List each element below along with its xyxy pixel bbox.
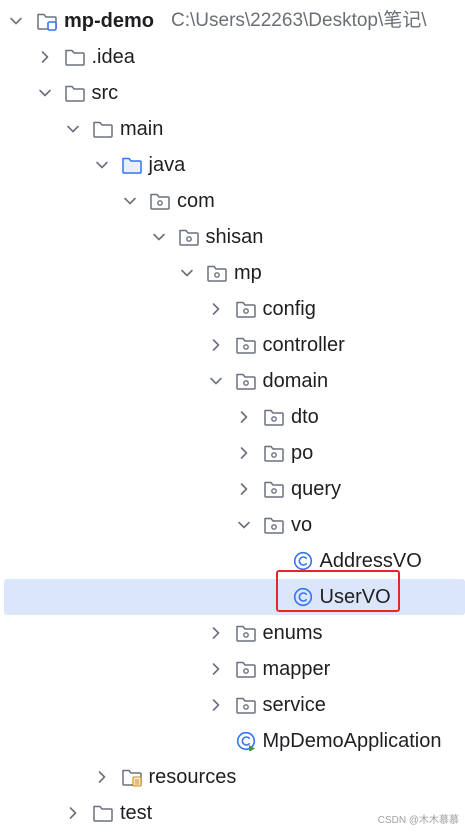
chevron-right-icon[interactable] (209, 662, 223, 676)
tree-item-main[interactable]: main (0, 111, 465, 147)
tree-item-label: dto (291, 406, 319, 428)
chevron-down-icon[interactable] (180, 266, 194, 280)
main-class-icon (236, 731, 255, 751)
tree-item-label: shisan (205, 226, 264, 248)
tree-item-test[interactable]: test (0, 795, 465, 831)
project-path: C:\Users\22263\Desktop\笔记\ (171, 10, 427, 31)
tree-item-vo[interactable]: vo (0, 507, 465, 543)
tree-item-uservo[interactable]: UserVO (4, 579, 465, 615)
chevron-right-icon[interactable] (209, 698, 223, 712)
tree-item-label: enums (262, 622, 323, 644)
tree-item-label: MpDemoApplication (262, 730, 442, 752)
package-icon (264, 445, 284, 462)
tree-item-label: mapper (262, 658, 331, 680)
tree-item-label: UserVO (319, 586, 391, 608)
chevron-down-icon[interactable] (66, 122, 80, 136)
project-name: mp-demo (64, 10, 154, 32)
tree-item-label: query (291, 478, 342, 500)
tree-item-src[interactable]: src (0, 75, 465, 111)
class-icon (293, 551, 312, 571)
tree-item-label: domain (262, 370, 329, 392)
package-icon (235, 661, 256, 678)
tree-item-label: vo (291, 514, 313, 536)
chevron-down-icon[interactable] (123, 194, 137, 208)
tree-item-domain[interactable]: domain (0, 363, 465, 399)
chevron-down-icon[interactable] (152, 230, 166, 244)
tree-item-po[interactable]: po (0, 435, 465, 471)
tree-item-mpdemoapplication[interactable]: MpDemoApplication (0, 723, 465, 759)
tree-item-label: config (262, 298, 316, 320)
chevron-right-icon[interactable] (209, 302, 223, 316)
chevron-down-icon[interactable] (95, 158, 109, 172)
tree-root-row[interactable]: mp-demo C:\Users\22263\Desktop\笔记\ (0, 3, 465, 39)
chevron-down-icon[interactable] (38, 86, 52, 100)
package-icon (264, 517, 284, 534)
tree-item-query[interactable]: query (0, 471, 465, 507)
tree-item-controller[interactable]: controller (0, 327, 465, 363)
folder-icon (93, 805, 113, 822)
tree-item-label: mp (234, 262, 262, 284)
package-icon (235, 625, 256, 642)
package-icon (150, 193, 170, 210)
package-icon (178, 229, 199, 246)
tree-item-label: .idea (91, 46, 135, 68)
highlight-annotation (276, 570, 400, 612)
tree-item-label: po (291, 442, 314, 464)
tree-item-label: service (262, 694, 326, 716)
tree-item-service[interactable]: service (0, 687, 465, 723)
tree-item-label: test (120, 802, 153, 824)
tree-item-idea[interactable]: .idea (0, 39, 465, 75)
folder-icon (93, 121, 113, 138)
chevron-right-icon[interactable] (237, 482, 251, 496)
folder-icon (64, 85, 85, 102)
tree-item-resources[interactable]: resources (0, 759, 465, 795)
tree-item-dto[interactable]: dto (0, 399, 465, 435)
chevron-right-icon[interactable] (209, 338, 223, 352)
package-icon (235, 337, 256, 354)
source-folder-icon (121, 157, 142, 174)
resources-folder-icon (121, 769, 142, 787)
chevron-right-icon[interactable] (237, 410, 251, 424)
chevron-right-icon[interactable] (38, 50, 52, 64)
tree-item-mapper[interactable]: mapper (0, 651, 465, 687)
tree-item-config[interactable]: config (0, 291, 465, 327)
package-icon (207, 265, 227, 282)
tree-item-java[interactable]: java (0, 147, 465, 183)
tree-item-label: java (148, 154, 186, 176)
watermark: CSDN @木木慕慕 (377, 815, 459, 826)
chevron-down-icon[interactable] (237, 518, 251, 532)
package-icon (235, 697, 256, 714)
chevron-right-icon[interactable] (95, 770, 109, 784)
tree-item-label: main (120, 118, 164, 140)
chevron-right-icon[interactable] (66, 806, 80, 820)
tree-item-com[interactable]: com (0, 183, 465, 219)
class-icon (293, 587, 312, 607)
tree-item-mp[interactable]: mp (0, 255, 465, 291)
project-folder-icon (37, 13, 57, 31)
tree-item-label: src (91, 82, 119, 104)
tree-item-enums[interactable]: enums (0, 615, 465, 651)
package-icon (235, 301, 256, 318)
package-icon (264, 481, 284, 498)
tree-item-shisan[interactable]: shisan (0, 219, 465, 255)
chevron-down-icon[interactable] (9, 14, 23, 28)
tree-item-label: AddressVO (319, 550, 422, 572)
tree-item-label: controller (262, 334, 345, 356)
tree-item-label: com (177, 190, 215, 212)
chevron-right-icon[interactable] (237, 446, 251, 460)
chevron-right-icon[interactable] (209, 626, 223, 640)
package-icon (264, 409, 284, 426)
tree-item-label: resources (148, 766, 237, 788)
tree-item-addressvo[interactable]: AddressVO (0, 543, 465, 579)
package-icon (235, 373, 256, 390)
folder-icon (64, 49, 85, 66)
chevron-down-icon[interactable] (209, 374, 223, 388)
